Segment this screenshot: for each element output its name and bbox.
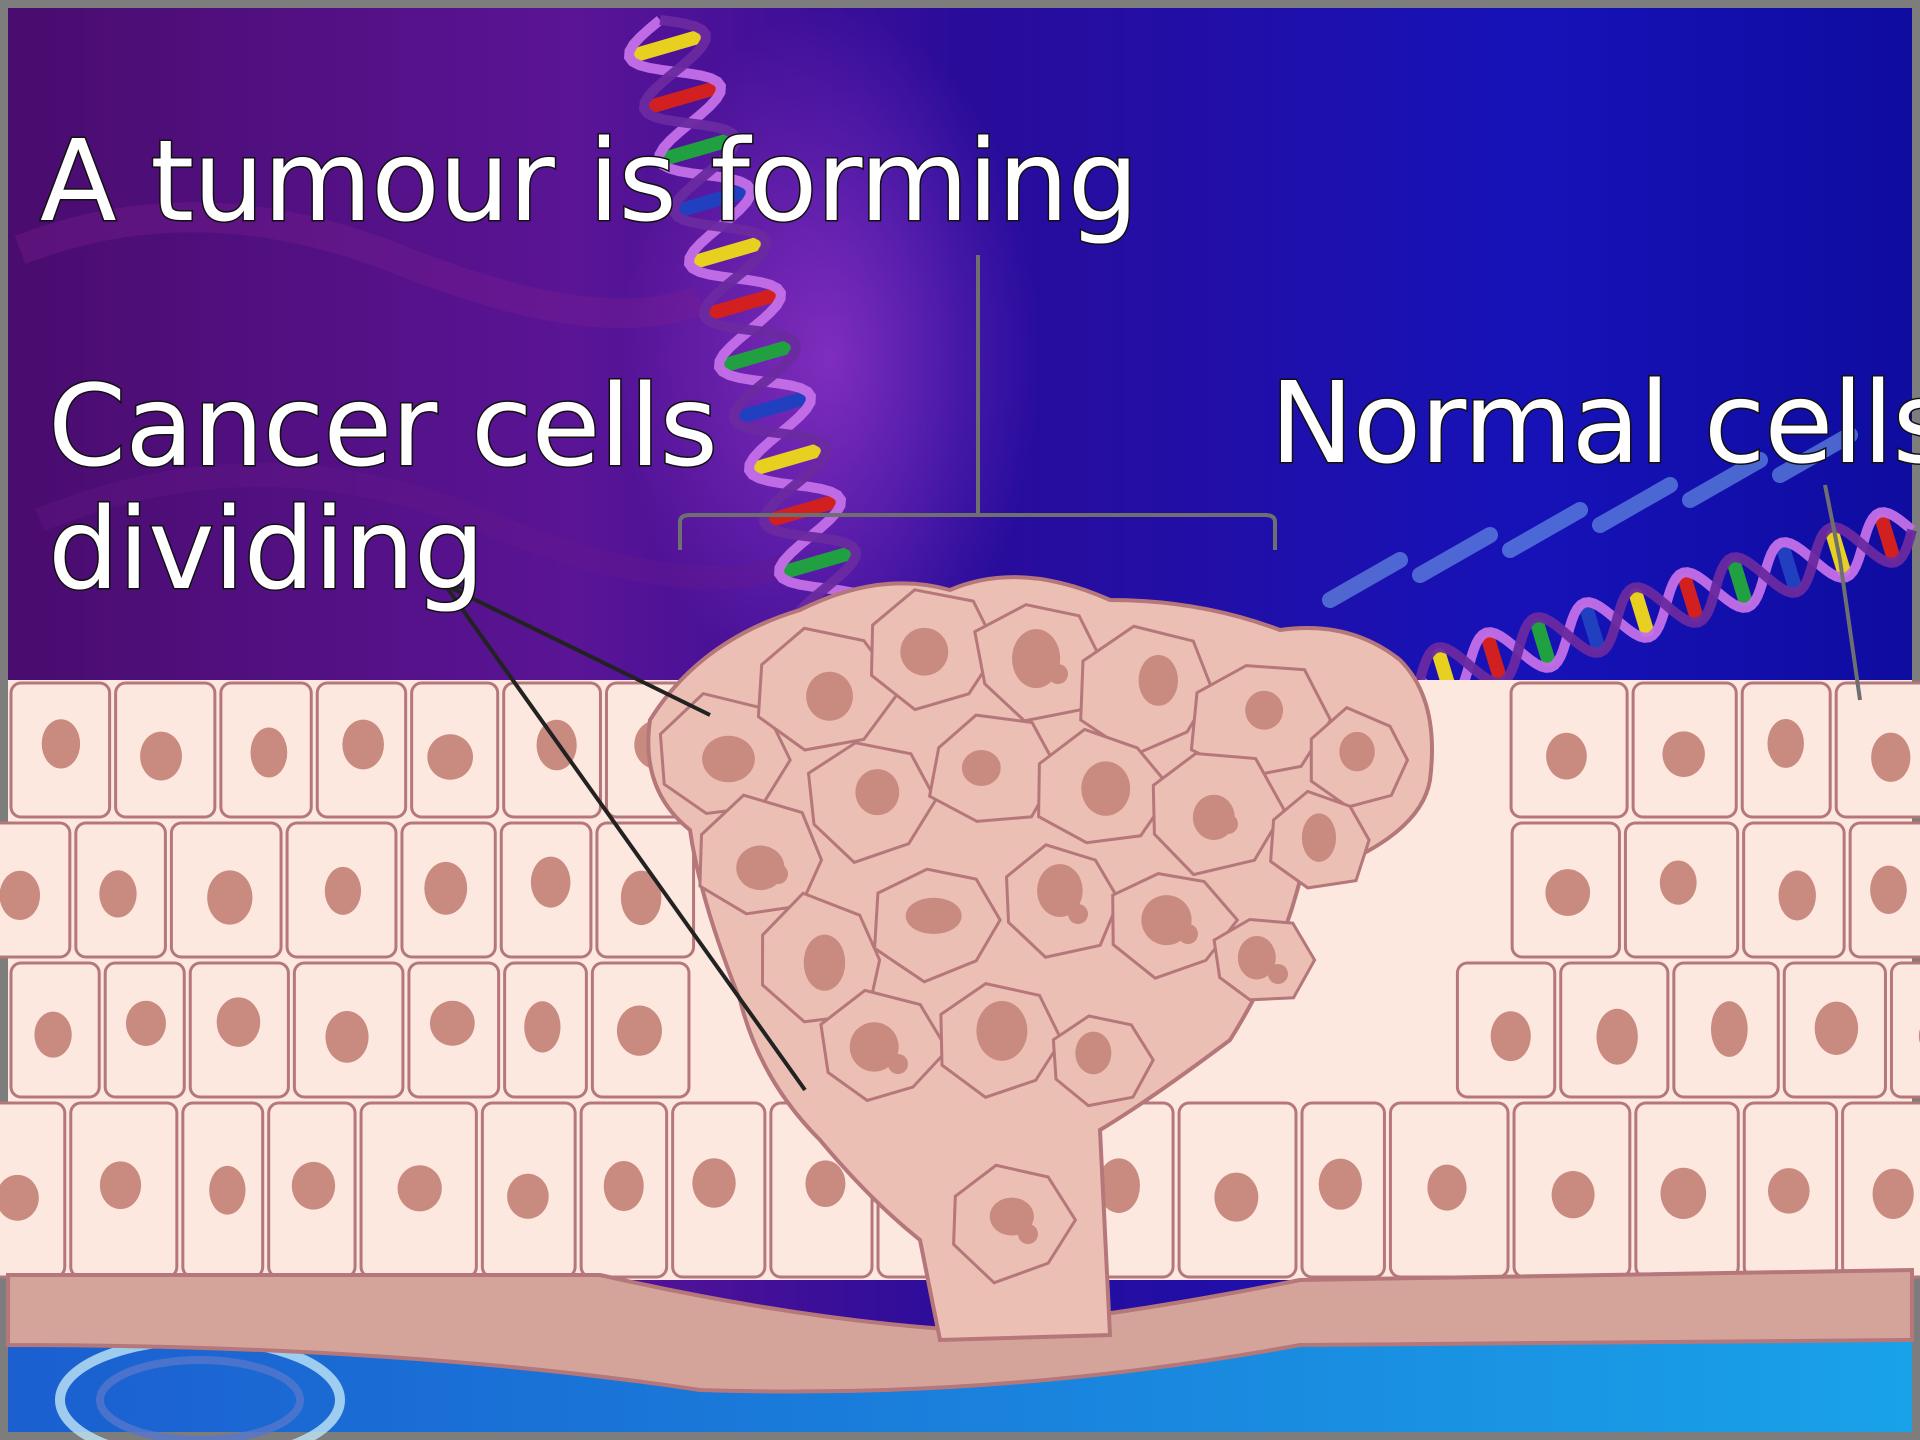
normal-cell	[581, 1103, 667, 1277]
epithelium-tissue	[0, 577, 1920, 1391]
normal-cell	[269, 1103, 355, 1277]
normal-cell	[171, 823, 281, 957]
normal-cell	[409, 963, 499, 1097]
normal-cell	[1633, 683, 1736, 817]
normal-cell	[1179, 1103, 1296, 1277]
normal-cell	[592, 963, 689, 1097]
normal-cell	[1674, 963, 1778, 1097]
normal-cell	[1784, 963, 1885, 1097]
normal-cell	[11, 683, 110, 817]
normal-cell	[1850, 823, 1920, 957]
normal-cell	[1302, 1103, 1384, 1277]
normal-cell	[71, 1103, 177, 1277]
cancer-cells-label-line1: Cancer cells	[48, 362, 717, 492]
normal-cell	[597, 823, 694, 957]
normal-cell	[1836, 683, 1920, 817]
normal-cell	[504, 683, 601, 817]
normal-cell	[1843, 1103, 1920, 1277]
normal-cell	[482, 1103, 575, 1277]
normal-cell	[673, 1103, 765, 1277]
normal-cell	[501, 823, 591, 957]
normal-cells-label: Normal cells	[1270, 359, 1920, 489]
normal-cell	[361, 1103, 476, 1277]
normal-cell	[294, 963, 403, 1097]
normal-cell	[105, 963, 184, 1097]
normal-cell	[1457, 963, 1554, 1097]
normal-cell	[76, 823, 166, 957]
normal-cell	[402, 823, 495, 957]
normal-cell	[287, 823, 396, 957]
normal-cell	[0, 823, 70, 957]
normal-cell	[190, 963, 288, 1097]
normal-cell	[1390, 1103, 1508, 1277]
normal-cell	[412, 683, 498, 817]
normal-cell	[1514, 1103, 1630, 1277]
normal-cell	[1636, 1103, 1738, 1277]
normal-cell	[0, 1103, 65, 1277]
normal-cell	[221, 683, 311, 817]
tumour-label: A tumour is forming	[40, 117, 1138, 247]
normal-cell	[1891, 963, 1920, 1097]
normal-cell	[317, 683, 405, 817]
normal-cell	[1511, 683, 1627, 817]
normal-cell	[183, 1103, 263, 1277]
normal-cell	[1742, 683, 1830, 817]
normal-cell	[1744, 1103, 1836, 1277]
normal-cell	[116, 683, 215, 817]
normal-cell	[1512, 823, 1619, 957]
normal-cell	[1744, 823, 1844, 957]
cancer-cells-label-line2: dividing	[48, 485, 484, 615]
normal-cell	[505, 963, 587, 1097]
normal-cell	[11, 963, 99, 1097]
normal-cell	[1625, 823, 1737, 957]
normal-cell	[1561, 963, 1668, 1097]
